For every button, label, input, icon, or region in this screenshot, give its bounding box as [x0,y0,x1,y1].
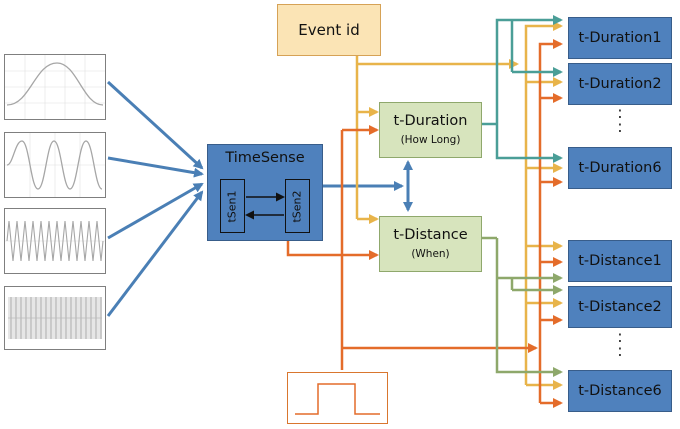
pulse-wave [295,383,380,415]
distance-green-lines [482,236,563,377]
input-arrows [106,80,204,317]
t-distance2-box: t-Distance2 [568,286,672,328]
t-distance1-label: t-Distance1 [578,253,662,269]
event-yellow-lines [355,21,563,390]
t-duration-title: t-Duration [393,113,468,129]
sine-wave-thumbnail-3 [4,208,106,274]
t-distance-subtitle: (When) [411,248,450,260]
t-duration6-label: t-Duration6 [578,160,662,176]
tsen2-box: tSen2 [285,179,310,233]
timesense-blue-link [323,160,413,212]
t-duration-subtitle: (How Long) [400,134,461,146]
timesense-box: TimeSense tSen1 tSen2 [207,144,323,241]
t-duration-box: t-Duration (How Long) [379,102,482,158]
distance-ellipsis-2: : [617,341,623,360]
event-id-box: Event id [277,4,381,56]
t-duration1-label: t-Duration1 [578,30,662,46]
t-duration1-box: t-Duration1 [568,17,672,59]
t-distance2-label: t-Distance2 [578,299,662,315]
t-duration6-box: t-Duration6 [568,147,672,189]
duration-ellipsis-1: : [617,103,623,122]
t-distance-title: t-Distance [393,227,468,243]
orange-lines [286,39,563,408]
t-distance6-box: t-Distance6 [568,370,672,412]
sine-wave-thumbnail-2 [4,132,106,198]
timesense-title: TimeSense [225,150,305,166]
t-duration2-box: t-Duration2 [568,63,672,105]
tsen1-box: tSen1 [220,179,245,233]
distance-ellipsis-1: : [617,327,623,346]
pulse-input-box [287,372,388,424]
t-distance-box: t-Distance (When) [379,216,482,272]
noise-wave-thumbnail [4,286,106,350]
duration-ellipsis-2: : [617,117,623,136]
duration-teal-lines [482,15,563,163]
t-distance1-box: t-Distance1 [568,240,672,282]
tsen-arrows [245,192,285,220]
t-distance6-label: t-Distance6 [578,383,662,399]
event-id-label: Event id [298,21,360,39]
t-duration2-label: t-Duration2 [578,76,662,92]
sine-wave-thumbnail-1 [4,54,106,120]
